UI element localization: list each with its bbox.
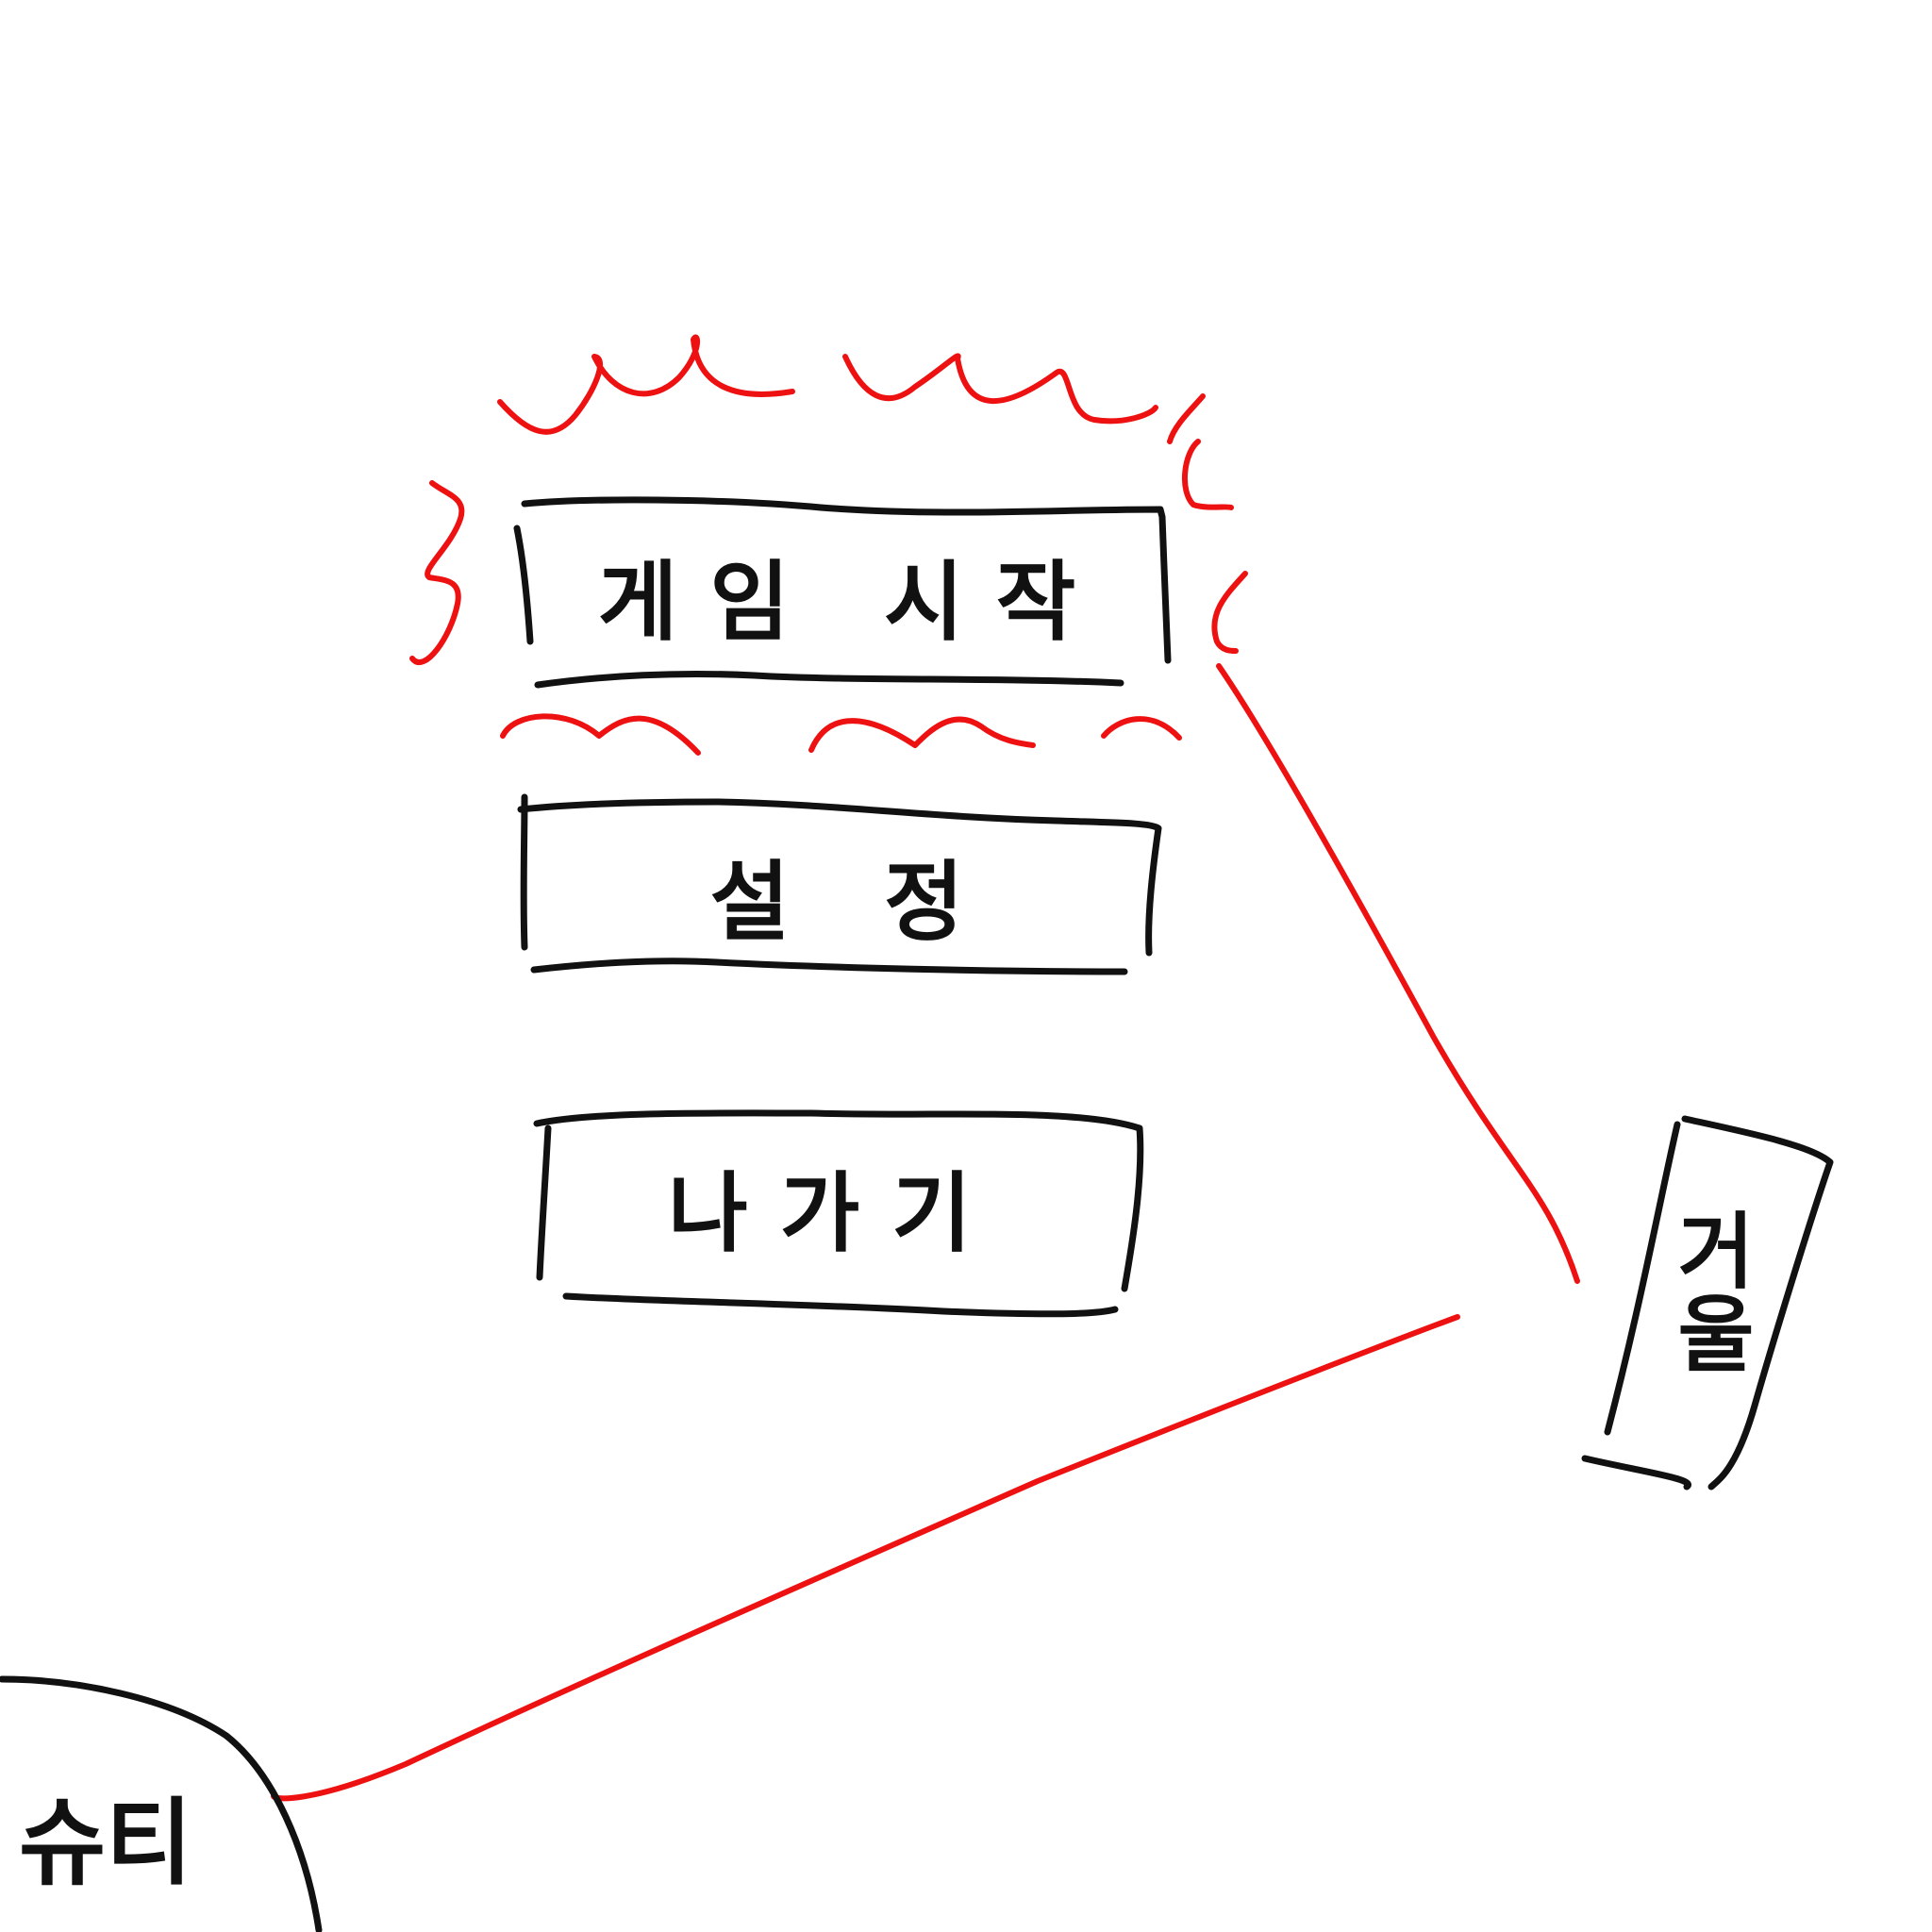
start-highlight-scribble [409,334,1248,756]
exit-label: 나가기 [668,1163,1004,1264]
settings-button[interactable]: 설 정 [517,793,1162,975]
connector-lines [271,663,1580,1802]
start-game-label: 게임 시작 [598,552,1108,653]
settings-label: 설 정 [709,852,995,953]
exit-button[interactable]: 나가기 [533,1109,1144,1318]
character[interactable]: 슈티 [0,1675,323,1932]
character-label: 슈티 [19,1788,192,1898]
start-game-button[interactable]: 게임 시작 [513,496,1172,689]
mirror-label: 거울 [1661,1208,1758,1374]
mirror-panel[interactable]: 거울 [1581,1115,1834,1491]
